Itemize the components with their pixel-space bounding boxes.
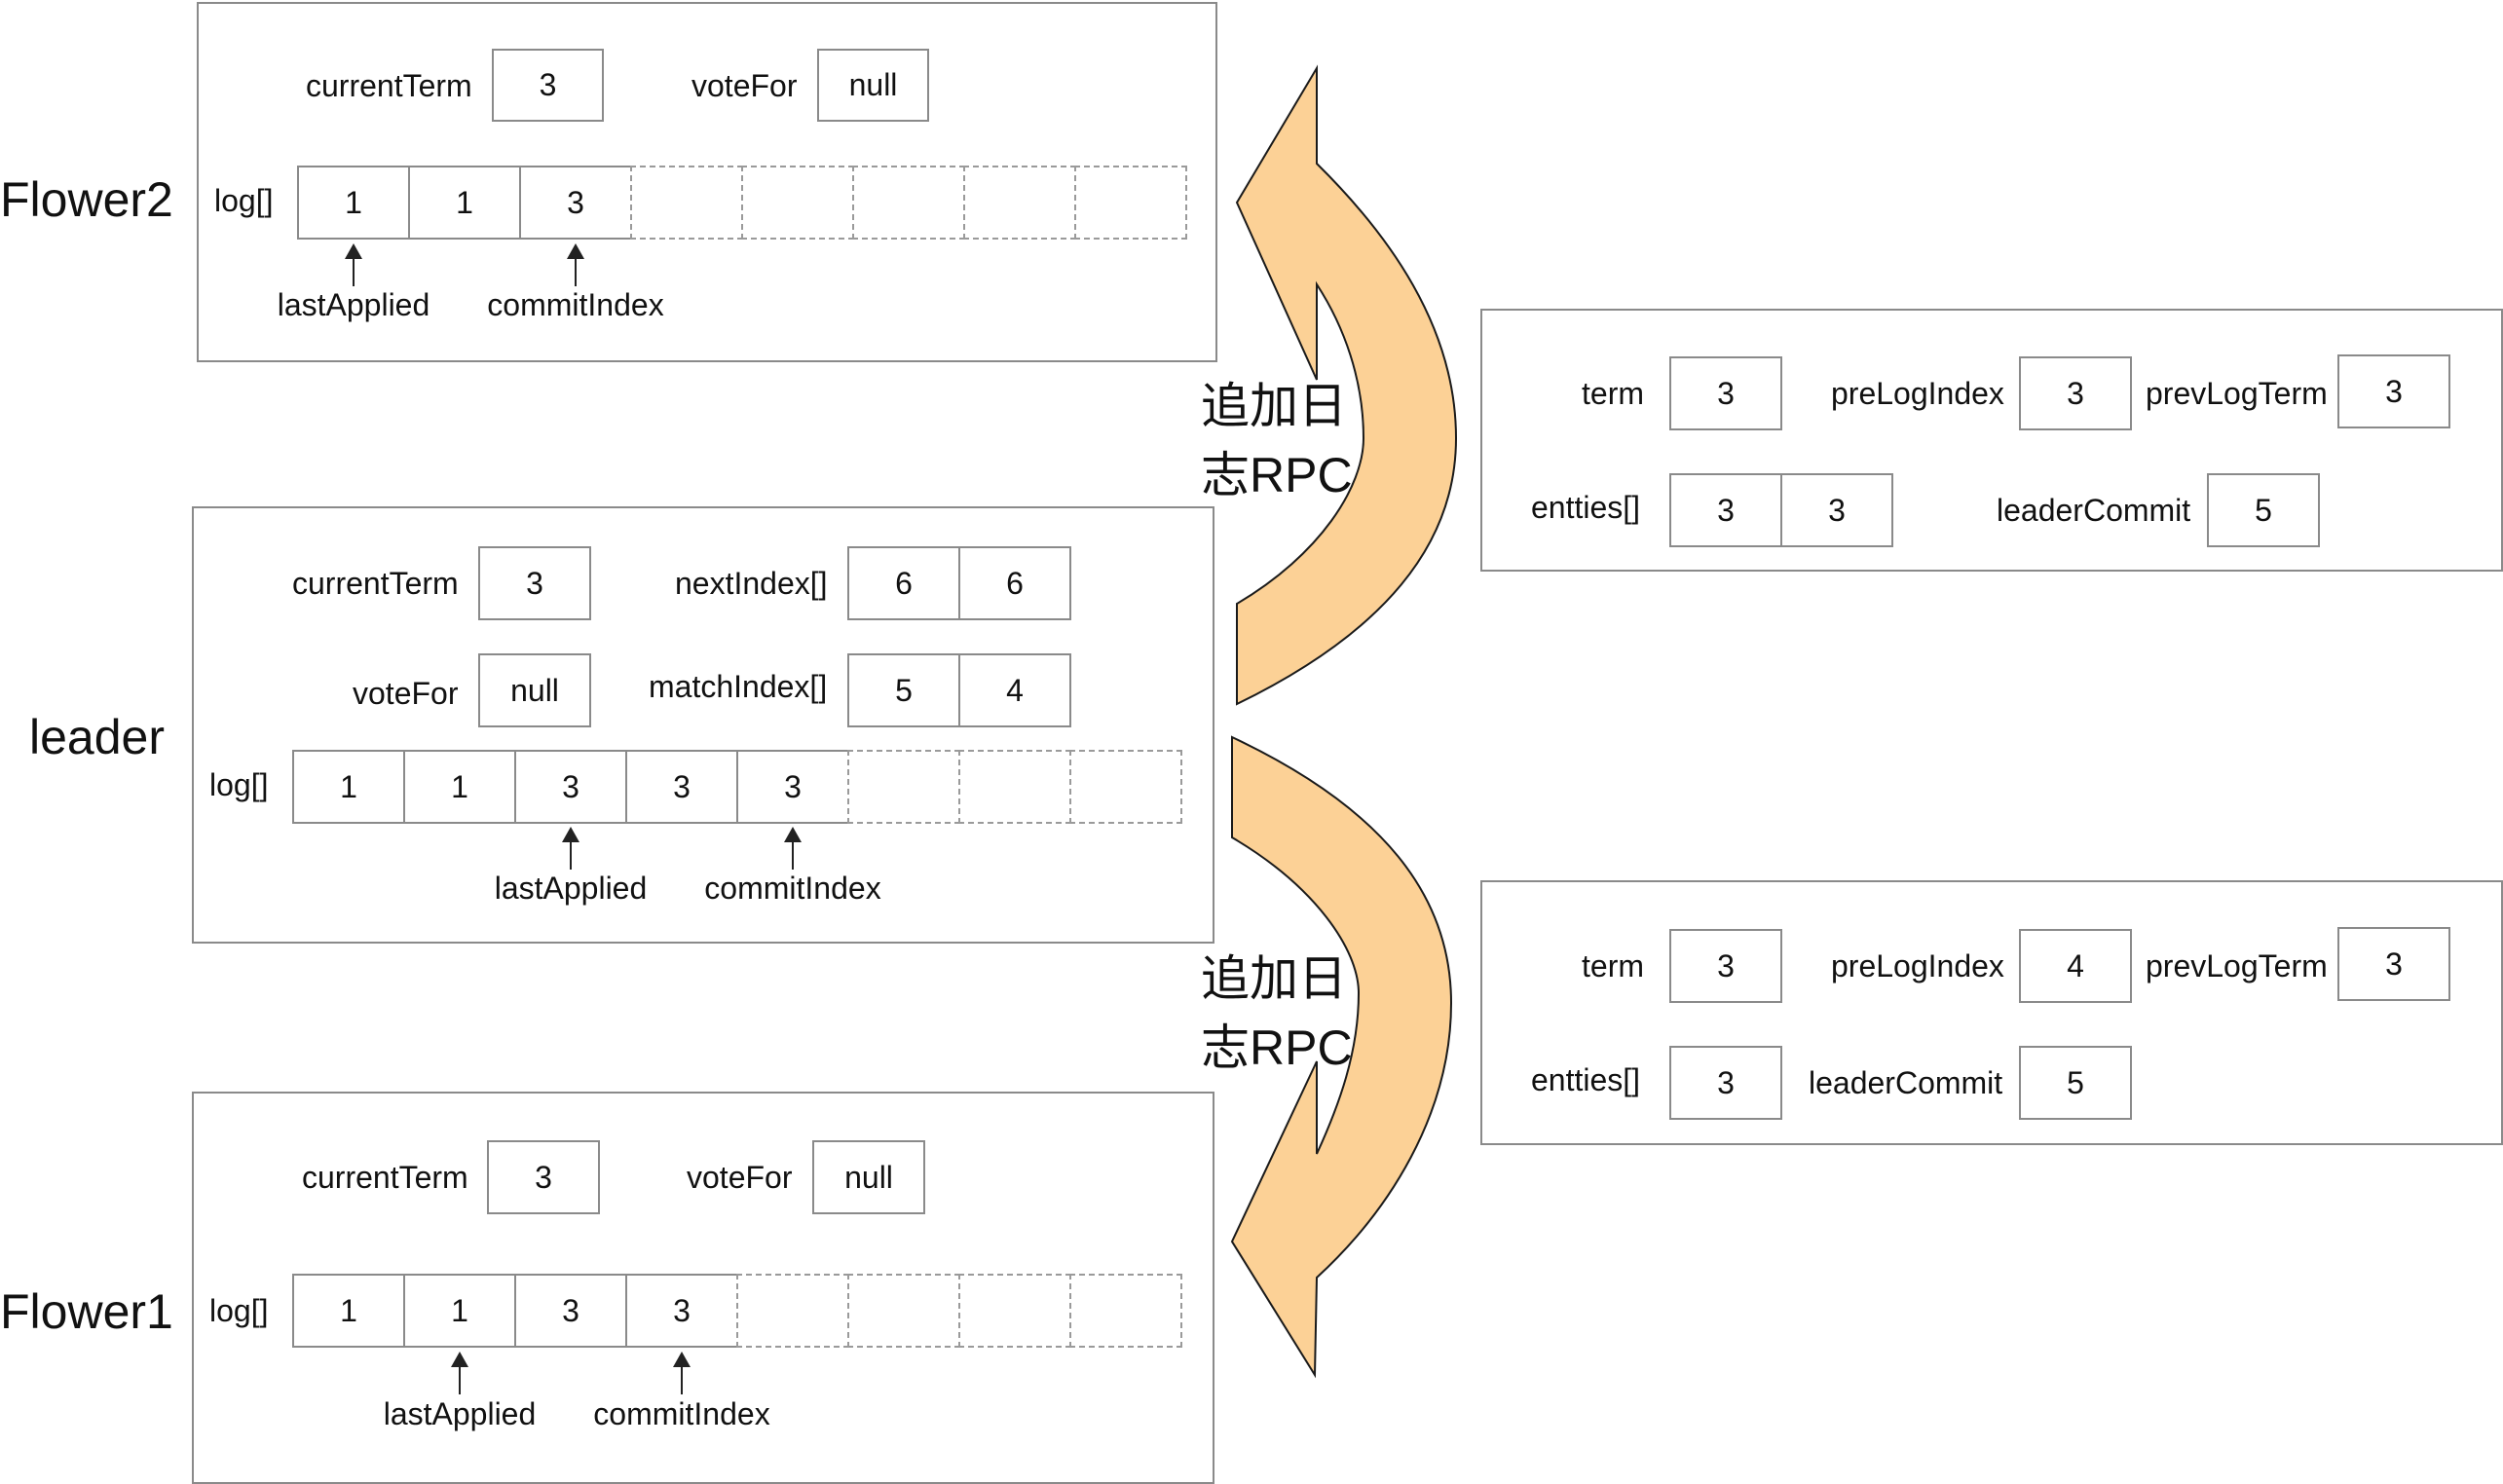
- rpc-bottom-label-line2: 志RPC: [1201, 1020, 1353, 1075]
- rpc-top-entries-cell: 3: [1780, 473, 1893, 547]
- flower1-commit-index-arrow: [681, 1359, 683, 1394]
- flower1-log-cell: 1: [403, 1274, 516, 1348]
- flower1-last-applied-arrow: [459, 1359, 461, 1394]
- rpc-top-entries-cell: 3: [1669, 473, 1782, 547]
- flower2-current-term-value: 3: [492, 49, 604, 122]
- flower2-vote-for-value: null: [817, 49, 929, 122]
- flower2-last-applied-arrow: [353, 251, 355, 286]
- rpc-top-panel: [1480, 309, 2503, 572]
- leader-next-index-cell: 6: [958, 546, 1071, 620]
- rpc-top-pre-log-index-value: 3: [2019, 356, 2132, 430]
- flower2-log-empty-slot: [852, 166, 965, 240]
- leader-current-term-label: currentTerm: [292, 566, 459, 601]
- leader-log-cell: 3: [625, 750, 738, 824]
- flower1-log-label: log[]: [209, 1293, 269, 1328]
- flower1-vote-for-label: voteFor: [687, 1160, 793, 1195]
- leader-log-cell: 1: [292, 750, 405, 824]
- flower1-log-empty-slot: [958, 1274, 1071, 1348]
- rpc-bottom-leader-commit-label: leaderCommit: [1809, 1065, 2003, 1100]
- leader-vote-for-label: voteFor: [353, 676, 459, 711]
- rpc-bottom-label: 追加日 志RPC: [1201, 945, 1353, 1083]
- rpc-bottom-label-line1: 追加日: [1201, 951, 1347, 1006]
- rpc-top-prev-log-term-label: prevLogTerm: [2146, 376, 2328, 411]
- rpc-bottom-entries-cell: 3: [1669, 1046, 1782, 1120]
- flower1-log-empty-slot: [736, 1274, 849, 1348]
- leader-log-label: log[]: [209, 767, 269, 802]
- flower2-current-term-label: currentTerm: [306, 68, 472, 103]
- leader-log-empty-slot: [958, 750, 1071, 824]
- rpc-bottom-term-value: 3: [1669, 929, 1782, 1003]
- rpc-bottom-prev-log-term-label: prevLogTerm: [2146, 948, 2328, 983]
- leader-match-index-label: matchIndex[]: [649, 669, 828, 704]
- upper-curved-arrow: [1235, 64, 1458, 706]
- leader-log-cell: 3: [736, 750, 849, 824]
- lower-curved-arrow: [1230, 735, 1453, 1379]
- flower2-commit-index-arrow: [575, 251, 577, 286]
- rpc-top-leader-commit-label: leaderCommit: [1997, 493, 2191, 528]
- flower2-vote-for-label: voteFor: [691, 68, 798, 103]
- leader-log-empty-slot: [847, 750, 960, 824]
- rpc-bottom-term-label: term: [1582, 948, 1644, 983]
- flower1-log-cell: 3: [625, 1274, 738, 1348]
- leader-next-index-label: nextIndex[]: [675, 566, 828, 601]
- leader-commit-index-label: commitIndex: [704, 871, 881, 906]
- rpc-top-label: 追加日 志RPC: [1201, 372, 1353, 510]
- rpc-bottom-pre-log-index-value: 4: [2019, 929, 2132, 1003]
- rpc-bottom-leader-commit-value: 5: [2019, 1046, 2132, 1120]
- rpc-top-leader-commit-value: 5: [2207, 473, 2320, 547]
- rpc-top-pre-log-index-label: preLogIndex: [1831, 376, 2004, 411]
- flower1-log-empty-slot: [847, 1274, 960, 1348]
- flower1-log-empty-slot: [1069, 1274, 1182, 1348]
- rpc-top-label-line2: 志RPC: [1201, 448, 1353, 502]
- rpc-top-entries-label: entties[]: [1531, 490, 1641, 525]
- flower1-vote-for-value: null: [812, 1140, 925, 1214]
- flower2-log-cell: 1: [297, 166, 410, 240]
- flower2-log-cell: 1: [408, 166, 521, 240]
- leader-name: leader: [29, 710, 165, 764]
- rpc-top-term-value: 3: [1669, 356, 1782, 430]
- flower2-last-applied-label: lastApplied: [277, 287, 430, 322]
- leader-commit-index-arrow: [792, 835, 794, 870]
- flower1-name: Flower1: [0, 1284, 173, 1339]
- leader-match-index-cell: 5: [847, 653, 960, 727]
- flower2-log-empty-slot: [963, 166, 1076, 240]
- flower2-log-empty-slot: [630, 166, 743, 240]
- flower1-log-cell: 3: [514, 1274, 627, 1348]
- rpc-top-term-label: term: [1582, 376, 1644, 411]
- rpc-bottom-prev-log-term-value: 3: [2337, 927, 2450, 1001]
- rpc-bottom-pre-log-index-label: preLogIndex: [1831, 948, 2004, 983]
- rpc-top-label-line1: 追加日: [1201, 379, 1347, 433]
- leader-log-empty-slot: [1069, 750, 1182, 824]
- flower2-commit-index-label: commitIndex: [487, 287, 664, 322]
- flower1-current-term-label: currentTerm: [302, 1160, 468, 1195]
- leader-last-applied-arrow: [570, 835, 572, 870]
- leader-vote-for-value: null: [478, 653, 591, 727]
- flower1-last-applied-label: lastApplied: [383, 1396, 537, 1431]
- leader-match-index-cell: 4: [958, 653, 1071, 727]
- flower1-current-term-value: 3: [487, 1140, 600, 1214]
- rpc-bottom-entries-label: entties[]: [1531, 1062, 1641, 1097]
- rpc-top-prev-log-term-value: 3: [2337, 354, 2450, 428]
- rpc-bottom-panel: [1480, 880, 2503, 1145]
- leader-current-term-value: 3: [478, 546, 591, 620]
- flower2-name: Flower2: [0, 172, 173, 227]
- flower2-log-cell: 3: [519, 166, 632, 240]
- flower2-log-empty-slot: [1074, 166, 1187, 240]
- leader-last-applied-label: lastApplied: [494, 871, 648, 906]
- leader-next-index-cell: 6: [847, 546, 960, 620]
- flower1-commit-index-label: commitIndex: [593, 1396, 770, 1431]
- flower2-log-empty-slot: [741, 166, 854, 240]
- leader-log-cell: 1: [403, 750, 516, 824]
- flower1-log-cell: 1: [292, 1274, 405, 1348]
- flower2-log-label: log[]: [214, 183, 274, 218]
- leader-log-cell: 3: [514, 750, 627, 824]
